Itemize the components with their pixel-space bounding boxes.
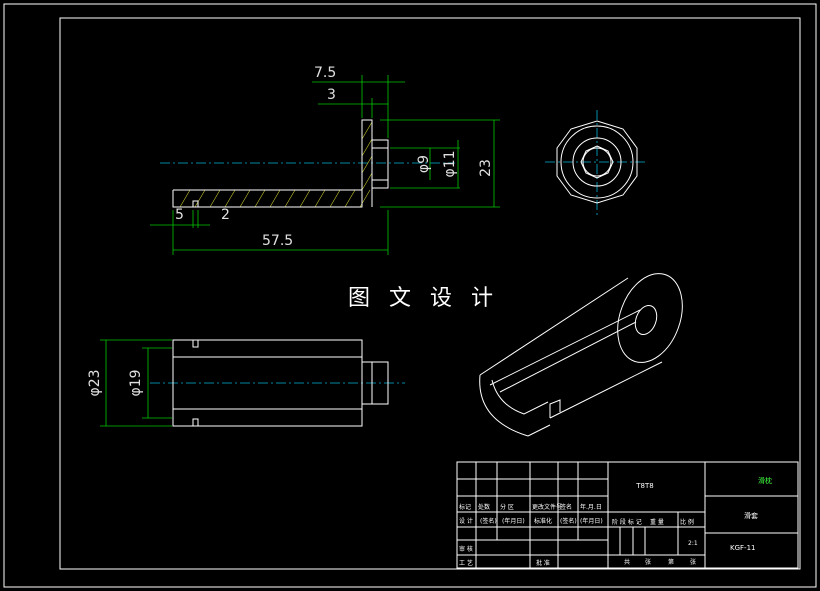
tb-process: 工 艺 <box>459 559 473 567</box>
dim-phi11: φ11 <box>442 150 458 177</box>
dim-57-5: 57.5 <box>262 233 293 249</box>
tb-standard-date: (年月日) <box>580 517 603 525</box>
tb-part-label: 滑套 <box>744 511 758 520</box>
section-hatch <box>179 121 373 208</box>
tb-sheet-current: 第 <box>668 558 674 566</box>
tb-standard-sign: (签名) <box>560 517 577 525</box>
tb-sheet-total: 共 <box>624 558 630 566</box>
side-dimensions <box>100 339 172 427</box>
tb-weight: 重 量 <box>650 518 664 526</box>
tb-h-count: 处数 <box>478 503 490 511</box>
front-section-view <box>160 119 455 208</box>
front-dimensions <box>150 75 500 255</box>
dim-5: 5 <box>175 207 184 223</box>
tb-design-date: (年月日) <box>502 517 525 525</box>
outer-border <box>3 3 817 588</box>
dim-2: 2 <box>221 207 230 223</box>
tb-sheet-unit2: 张 <box>690 558 696 566</box>
tb-design: 设 计 <box>459 517 473 525</box>
tb-scale-label: 比 例 <box>680 518 694 526</box>
tb-part-name: 滑枕 <box>758 476 772 485</box>
side-view <box>150 339 405 427</box>
tb-sheet-unit1: 张 <box>645 558 651 566</box>
inner-border <box>59 17 801 570</box>
tb-review: 审 核 <box>459 545 473 553</box>
title-block <box>456 461 799 569</box>
tb-design-sign: (签名) <box>480 517 497 525</box>
isometric-view <box>479 273 683 437</box>
dim-7-5: 7.5 <box>314 65 336 81</box>
tb-h-zone: 分 区 <box>500 503 514 511</box>
tb-h-sign: 签名 <box>560 503 572 511</box>
center-title: 图 文 设 计 <box>348 286 499 311</box>
end-view <box>545 110 648 215</box>
tb-standard: 标准化 <box>534 517 552 525</box>
tb-h-docno: 更改文件号 <box>532 503 562 511</box>
tb-approve: 批 准 <box>536 559 550 567</box>
tb-stage-mark: 阶 段 标 记 <box>612 518 642 526</box>
dim-3: 3 <box>327 87 336 103</box>
tb-material: T8T8 <box>635 482 653 490</box>
dim-phi9: φ9 <box>416 155 432 173</box>
dim-phi23: φ23 <box>87 369 103 396</box>
tb-drawing-no: KGF-11 <box>730 544 755 552</box>
tb-h-mark: 标记 <box>459 503 471 511</box>
title-block-text: 标记 处数 分 区 更改文件号 签名 年.月.日 设 计 (签名) (年月日) … <box>459 476 772 567</box>
dim-23-height: 23 <box>478 159 494 177</box>
tb-h-date: 年.月.日 <box>580 503 602 511</box>
dim-phi19: φ19 <box>128 369 144 396</box>
tb-scale: 2:1 <box>688 540 698 547</box>
